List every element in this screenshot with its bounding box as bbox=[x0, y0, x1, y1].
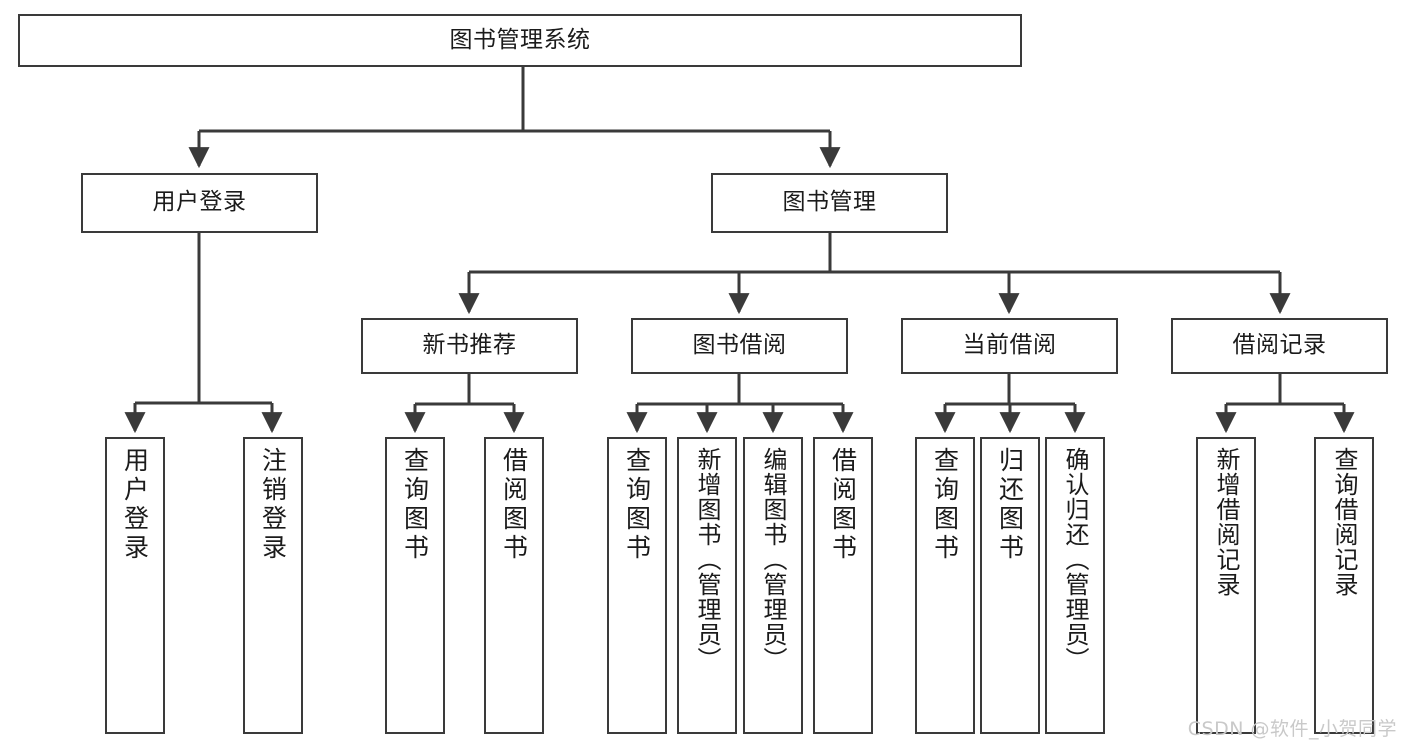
node-label: 借阅图书 bbox=[828, 447, 858, 563]
node-leaf-edit-book-admin[interactable]: 编辑图书（管理员） bbox=[743, 437, 803, 734]
node-label: 图书管理系统 bbox=[449, 26, 591, 53]
node-label: 查询图书 bbox=[400, 447, 430, 563]
node-label: 查询图书 bbox=[930, 447, 960, 563]
node-label: 图书管理 bbox=[782, 189, 877, 216]
node-leaf-logout-login[interactable]: 注销登录 bbox=[243, 437, 303, 734]
node-label: 新增图书（管理员） bbox=[693, 447, 721, 672]
node-book-management[interactable]: 图书管理 bbox=[711, 173, 948, 233]
node-leaf-confirm-return-admin[interactable]: 确认归还（管理员） bbox=[1045, 437, 1105, 734]
node-borrow-record[interactable]: 借阅记录 bbox=[1171, 318, 1388, 374]
node-label: 当前借阅 bbox=[962, 332, 1057, 359]
node-leaf-borrow-book-recommend[interactable]: 借阅图书 bbox=[484, 437, 544, 734]
node-label: 用户登录 bbox=[120, 447, 150, 563]
node-label: 借阅图书 bbox=[499, 447, 529, 563]
node-label: 新增借阅记录 bbox=[1212, 447, 1240, 597]
node-label: 注销登录 bbox=[258, 447, 288, 563]
node-label: 新书推荐 bbox=[422, 332, 517, 359]
node-label: 确认归还（管理员） bbox=[1061, 447, 1089, 672]
node-leaf-add-book-admin[interactable]: 新增图书（管理员） bbox=[677, 437, 737, 734]
node-leaf-query-borrow-record[interactable]: 查询借阅记录 bbox=[1314, 437, 1374, 734]
node-root-book-management-system[interactable]: 图书管理系统 bbox=[18, 14, 1022, 67]
node-new-book-recommend[interactable]: 新书推荐 bbox=[361, 318, 578, 374]
node-label: 归还图书 bbox=[995, 447, 1025, 563]
node-leaf-query-book-current[interactable]: 查询图书 bbox=[915, 437, 975, 734]
watermark-text: CSDN @软件_小贺同学 bbox=[1187, 718, 1397, 740]
node-current-borrow[interactable]: 当前借阅 bbox=[901, 318, 1118, 374]
node-leaf-add-borrow-record[interactable]: 新增借阅记录 bbox=[1196, 437, 1256, 734]
node-label: 查询借阅记录 bbox=[1330, 447, 1358, 597]
node-label: 借阅记录 bbox=[1232, 332, 1327, 359]
node-leaf-user-login[interactable]: 用户登录 bbox=[105, 437, 165, 734]
node-leaf-query-book-borrow[interactable]: 查询图书 bbox=[607, 437, 667, 734]
node-label: 编辑图书（管理员） bbox=[759, 447, 787, 672]
node-label: 图书借阅 bbox=[692, 332, 787, 359]
node-book-borrow[interactable]: 图书借阅 bbox=[631, 318, 848, 374]
node-leaf-query-book-recommend[interactable]: 查询图书 bbox=[385, 437, 445, 734]
node-label: 查询图书 bbox=[622, 447, 652, 563]
node-leaf-borrow-book[interactable]: 借阅图书 bbox=[813, 437, 873, 734]
node-leaf-return-book[interactable]: 归还图书 bbox=[980, 437, 1040, 734]
node-label: 用户登录 bbox=[152, 189, 247, 216]
node-user-login[interactable]: 用户登录 bbox=[81, 173, 318, 233]
